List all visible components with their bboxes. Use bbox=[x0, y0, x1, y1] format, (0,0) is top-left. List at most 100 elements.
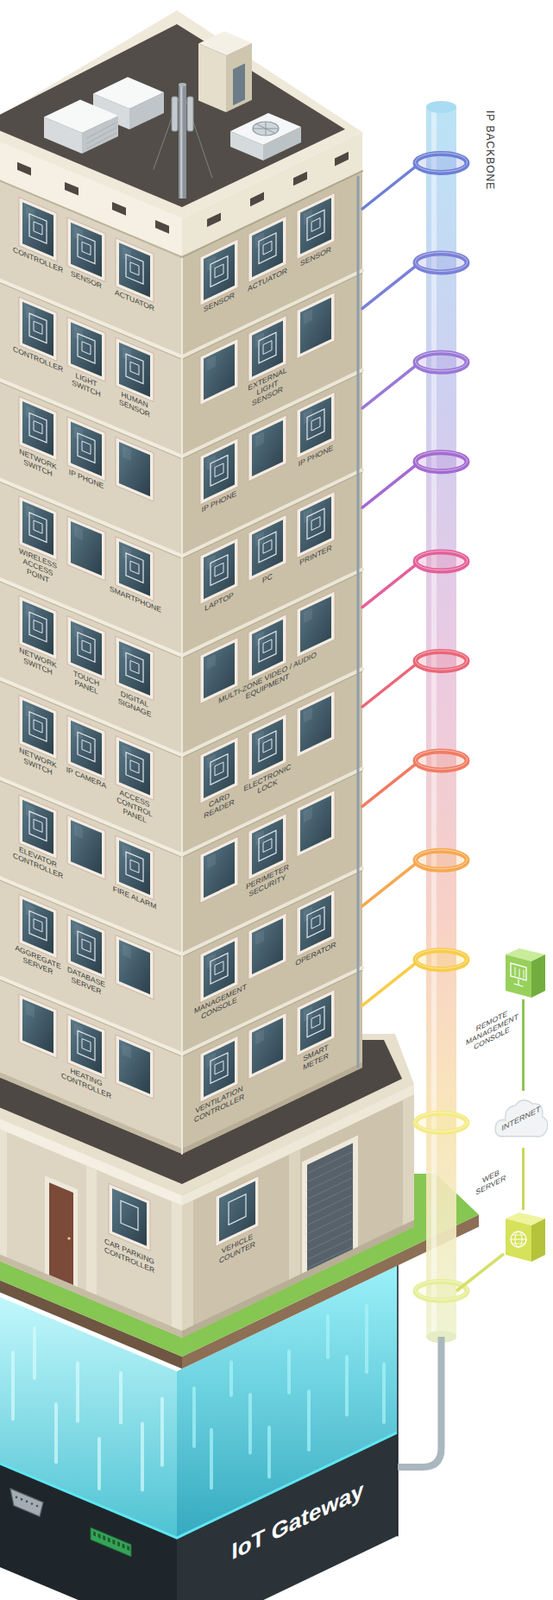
data-streak bbox=[32, 1327, 37, 1378]
gateway-rim bbox=[0, 1432, 398, 1538]
device-icon bbox=[263, 838, 272, 853]
data-streak bbox=[160, 1397, 164, 1465]
device-icon bbox=[81, 938, 91, 952]
floor-link bbox=[362, 364, 417, 409]
garage-door bbox=[307, 1142, 353, 1270]
backbone-tube bbox=[426, 106, 457, 1337]
window-frame bbox=[296, 690, 335, 757]
device-icon bbox=[33, 520, 43, 534]
roof-surface bbox=[0, 24, 346, 208]
device-icon bbox=[210, 256, 228, 288]
device-icon bbox=[29, 911, 47, 941]
terminal-screw bbox=[107, 1536, 111, 1542]
device-icon bbox=[311, 416, 321, 431]
window-glass bbox=[22, 301, 54, 357]
data-streak bbox=[75, 1362, 80, 1421]
device-icon bbox=[311, 1014, 321, 1029]
vent-slot bbox=[207, 213, 221, 228]
slider-icon bbox=[523, 969, 525, 978]
window-frame bbox=[248, 514, 287, 581]
pilaster bbox=[289, 1149, 301, 1280]
window-frame bbox=[296, 590, 335, 658]
ring-highlight bbox=[415, 749, 468, 769]
ring-highlight bbox=[415, 1112, 468, 1132]
glass-reflection bbox=[207, 853, 216, 869]
window-glass bbox=[300, 596, 332, 653]
cloud-node: INTERNET bbox=[492, 1090, 550, 1148]
device-icon bbox=[77, 632, 95, 662]
data-streak bbox=[119, 1372, 123, 1423]
connector bbox=[521, 999, 525, 1091]
tower-wall bbox=[182, 170, 363, 1154]
device-icon bbox=[307, 1005, 325, 1037]
console-front bbox=[505, 954, 532, 998]
garage-slat bbox=[307, 1168, 353, 1190]
globe-icon bbox=[510, 1238, 527, 1240]
window-frame bbox=[115, 1034, 154, 1099]
backbone-ring bbox=[415, 949, 468, 969]
device-icon bbox=[307, 209, 325, 241]
window-glass bbox=[119, 541, 151, 597]
serial-port bbox=[10, 1488, 44, 1516]
device-icon bbox=[258, 631, 277, 663]
device-icon bbox=[210, 1052, 228, 1084]
device-icon bbox=[311, 218, 321, 233]
window-glass bbox=[119, 342, 151, 397]
corner-edge bbox=[181, 257, 183, 1154]
device-icon bbox=[81, 341, 91, 355]
stair-housing bbox=[198, 43, 227, 113]
backbone-ring bbox=[415, 153, 468, 173]
tube-highlight bbox=[431, 106, 437, 1337]
data-streak bbox=[382, 1363, 386, 1422]
window-frame bbox=[115, 437, 154, 502]
device-icon bbox=[29, 711, 47, 742]
ring-highlight bbox=[415, 650, 468, 670]
globe-icon bbox=[512, 1243, 525, 1245]
window-frame bbox=[67, 615, 106, 681]
window-glass bbox=[22, 501, 54, 556]
device-icon bbox=[214, 263, 224, 278]
glass-reflection bbox=[207, 653, 216, 670]
console-shape bbox=[503, 945, 547, 1000]
ring-highlight bbox=[415, 251, 468, 271]
console-side bbox=[531, 954, 546, 998]
device-icon bbox=[307, 408, 325, 440]
window-glass bbox=[22, 799, 54, 855]
pilaster bbox=[182, 1200, 194, 1331]
device-icon bbox=[33, 918, 43, 932]
device-icon bbox=[77, 1030, 95, 1060]
window-frame bbox=[296, 790, 335, 857]
device-icon bbox=[29, 611, 47, 641]
device-icon bbox=[125, 254, 144, 284]
connector bbox=[456, 1253, 504, 1291]
device-icon bbox=[77, 930, 95, 961]
device-icon bbox=[130, 859, 139, 873]
device-icon bbox=[210, 554, 228, 586]
window-glass bbox=[203, 741, 235, 799]
ring-highlight bbox=[415, 948, 468, 968]
backbone-node: IP BACKBONE bbox=[426, 106, 457, 1337]
serial-pin bbox=[20, 1497, 24, 1501]
device-icon bbox=[29, 313, 47, 343]
window-glass bbox=[22, 201, 54, 257]
gateway-edge bbox=[396, 1265, 399, 1536]
window-glass bbox=[22, 898, 54, 954]
pilaster bbox=[0, 1128, 7, 1257]
garage-slat bbox=[307, 1193, 353, 1216]
data-streak bbox=[97, 1438, 101, 1489]
window-frame bbox=[248, 912, 287, 980]
device-icon bbox=[81, 440, 91, 454]
backbone-ring bbox=[415, 651, 468, 671]
device-icon bbox=[214, 463, 224, 478]
connector bbox=[521, 1147, 525, 1210]
device-icon bbox=[125, 353, 144, 384]
device-icon bbox=[29, 213, 47, 244]
backbone-ring bbox=[415, 552, 468, 572]
vent-slot bbox=[334, 151, 349, 167]
window-glass bbox=[70, 720, 102, 775]
garage-slat bbox=[307, 1159, 353, 1182]
vent-slot bbox=[112, 201, 126, 216]
connector bbox=[397, 1336, 442, 1467]
device-icon bbox=[33, 818, 43, 832]
